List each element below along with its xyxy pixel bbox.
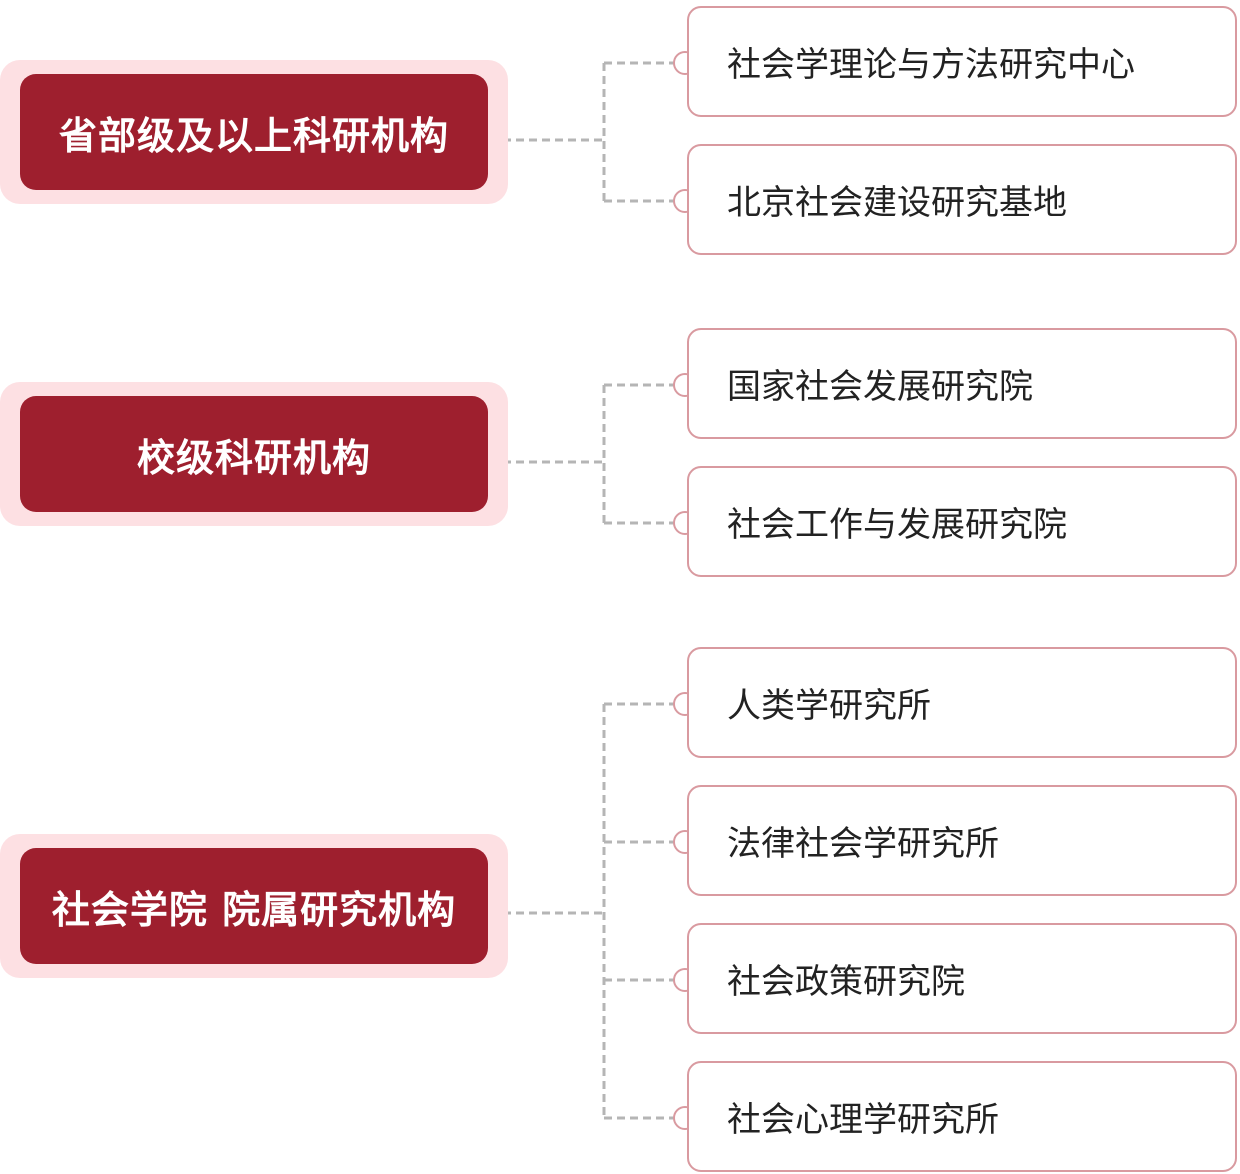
item-national-social-development-institute: 国家社会发展研究院 [687, 328, 1237, 439]
category-school-institutions: 社会学院 院属研究机构 [20, 848, 488, 964]
item-social-work-development-institute: 社会工作与发展研究院 [687, 466, 1237, 577]
category-provincial-institutions: 省部级及以上科研机构 [20, 74, 488, 190]
item-social-policy-institute: 社会政策研究院 [687, 923, 1237, 1034]
category-halo-university: 校级科研机构 [0, 382, 508, 526]
item-beijing-social-construction-base: 北京社会建设研究基地 [687, 144, 1237, 255]
category-halo-school: 社会学院 院属研究机构 [0, 834, 508, 978]
item-sociological-theory-center: 社会学理论与方法研究中心 [687, 6, 1237, 117]
item-legal-sociology-institute: 法律社会学研究所 [687, 785, 1237, 896]
category-university-institutions: 校级科研机构 [20, 396, 488, 512]
category-halo-provincial: 省部级及以上科研机构 [0, 60, 508, 204]
item-social-psychology-institute: 社会心理学研究所 [687, 1061, 1237, 1172]
item-anthropology-institute: 人类学研究所 [687, 647, 1237, 758]
